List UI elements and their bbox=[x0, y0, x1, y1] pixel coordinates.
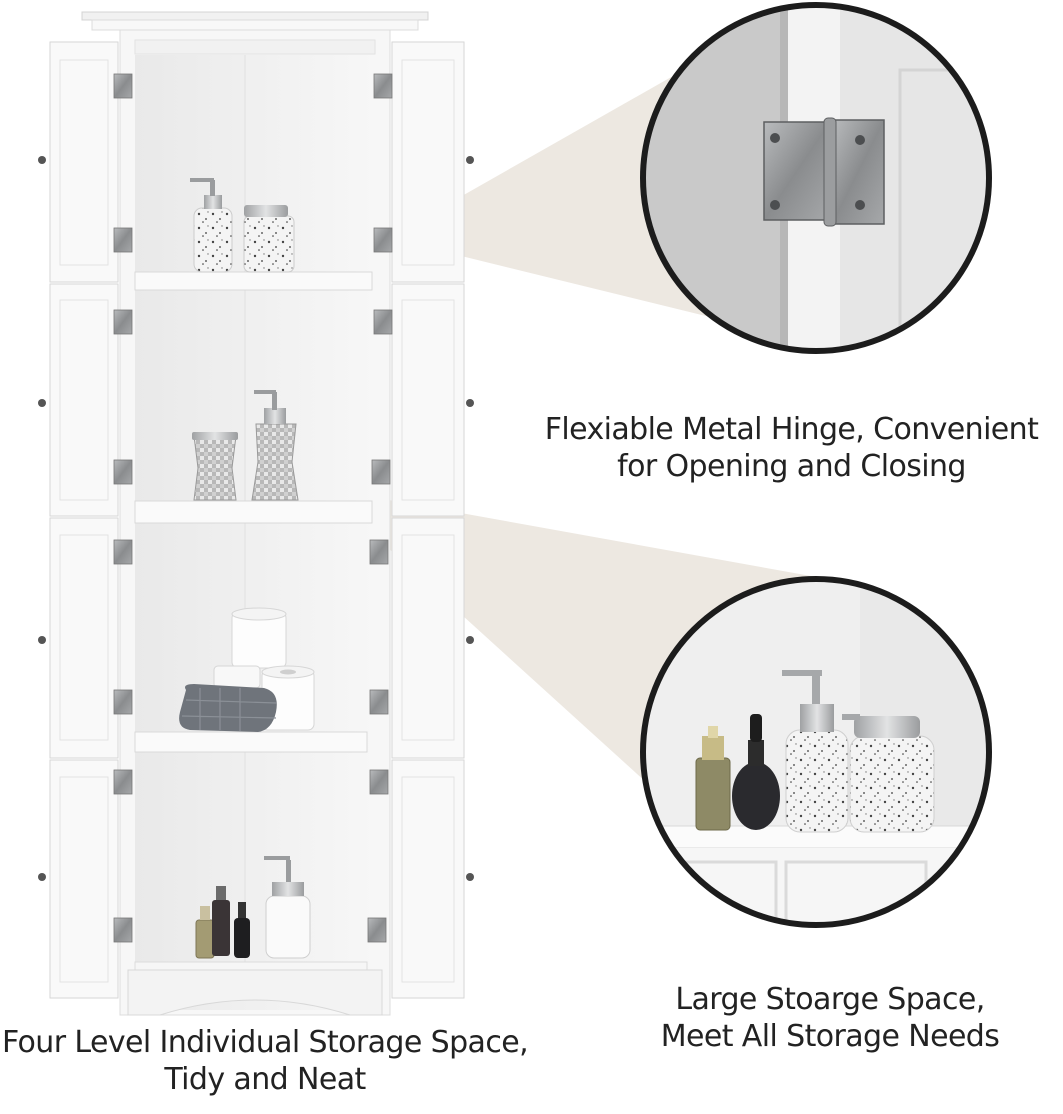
storage-caption: Large Stoarge Space, Meet All Storage Ne… bbox=[580, 982, 1063, 1055]
bottom-shelf-bottles bbox=[195, 856, 311, 959]
hinges bbox=[113, 73, 393, 943]
corner-cabinet bbox=[38, 11, 474, 1016]
hinge-callout-beam bbox=[388, 72, 714, 318]
storage-caption-line1: Large Stoarge Space, bbox=[675, 982, 985, 1017]
levels-caption-line1: Four Level Individual Storage Space, bbox=[1, 1025, 529, 1060]
soap-dispenser-set-top bbox=[190, 178, 295, 273]
storage-caption-line2: Meet All Storage Needs bbox=[660, 1018, 1000, 1054]
left-doors bbox=[38, 41, 119, 999]
hinge-caption-line1: Flexiable Metal Hinge, Convenient bbox=[544, 412, 1039, 447]
towels-and-tissue-rolls bbox=[179, 607, 315, 732]
right-doors bbox=[391, 41, 474, 999]
levels-caption-line2: Tidy and Neat bbox=[164, 1061, 366, 1097]
shelf-closeup bbox=[640, 576, 992, 928]
mosaic-bath-set bbox=[192, 390, 299, 501]
levels-caption: Four Level Individual Storage Space, Tid… bbox=[0, 1025, 530, 1098]
hinge-caption: Flexiable Metal Hinge, Convenient for Op… bbox=[520, 412, 1063, 485]
hinge-caption-line2: for Opening and Closing bbox=[617, 448, 966, 484]
